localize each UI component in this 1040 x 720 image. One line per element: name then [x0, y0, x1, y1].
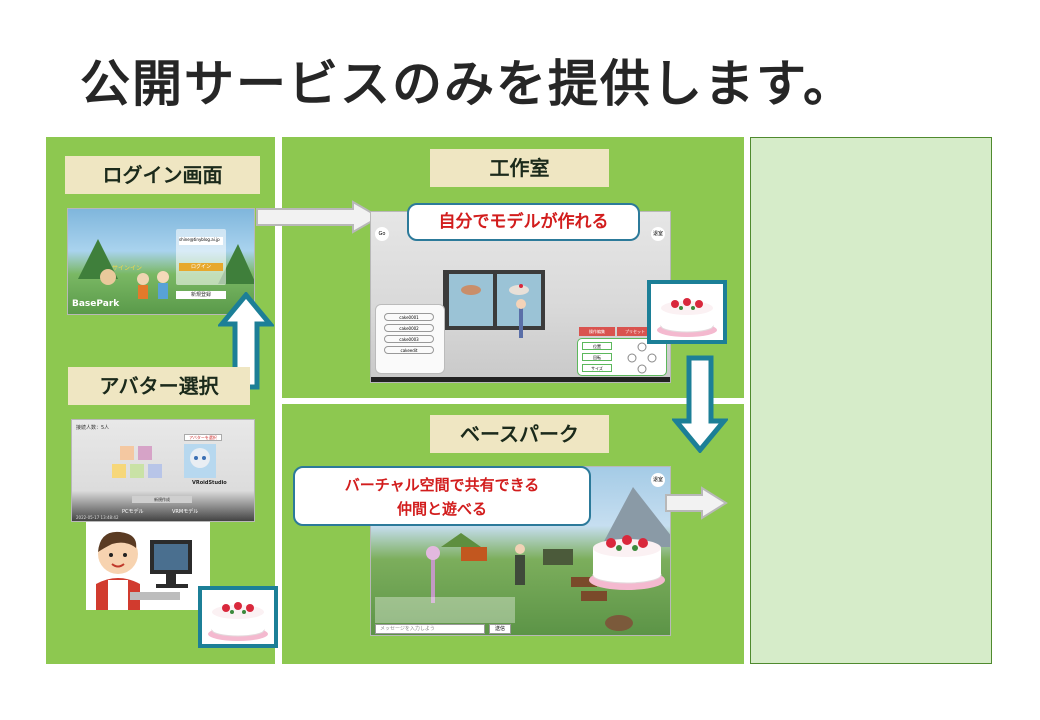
avatar-create-button[interactable]: 新規作成 — [132, 496, 192, 503]
arrow-right-icon — [665, 486, 728, 520]
basepark-exit-button[interactable]: 退室 — [651, 473, 665, 487]
workshop-go-button[interactable]: Go — [375, 227, 389, 241]
workshop-exit-button[interactable]: 退室 — [651, 227, 665, 241]
basepark-chat-log — [375, 597, 515, 623]
workshop-callout: 自分でモデルが作れる — [407, 203, 640, 241]
cake-icon — [589, 535, 665, 590]
login-label: ログイン画面 — [65, 156, 260, 194]
workshop-control-panel: 位置 回転 サイズ — [577, 338, 667, 376]
avatar-header-right: アバターを選択 — [184, 434, 222, 441]
page-title: 公開サービスのみを提供します。 — [80, 55, 855, 113]
workshop-rotate-button[interactable]: 回転 — [582, 353, 612, 361]
cake-tile-left — [198, 586, 278, 648]
workshop-position-button[interactable]: 位置 — [582, 342, 612, 350]
workshop-size-button[interactable]: サイズ — [582, 364, 612, 372]
workshop-label: 工作室 — [430, 149, 609, 187]
login-signin-title: サインイン — [112, 265, 143, 272]
model-list-item[interactable]: cake0002 — [384, 324, 434, 332]
cake-icon — [208, 602, 268, 641]
direction-pad-icon[interactable] — [622, 341, 662, 375]
workshop-model-list: cake0001 cake0002 cake0003 cakeedit — [375, 304, 445, 374]
arrow-right-icon — [256, 200, 382, 234]
arrow-down-icon — [672, 355, 728, 453]
avatar-timestamp: 2022-05-17 13:48:42 — [76, 515, 119, 520]
login-scene-illustration — [78, 239, 254, 299]
model-list-item[interactable]: cakeedit — [384, 346, 434, 354]
avatar-footer-left[interactable]: PCモデル — [122, 509, 144, 515]
cake-tile-workshop — [647, 280, 727, 344]
avatar-screenshot: 接続人数：5人 アバターを選択 VRoidStudio 新規作成 PCモデル V… — [71, 419, 255, 522]
login-register-button[interactable]: 新規登録 — [176, 291, 226, 299]
model-list-item[interactable]: cake0003 — [384, 335, 434, 343]
avatar-vroid-label: VRoidStudio — [192, 480, 227, 486]
basepark-label: ベースパーク — [430, 415, 609, 453]
basepark-scene-illustration — [426, 487, 670, 631]
cake-icon — [657, 298, 717, 337]
workshop-scene-illustration — [371, 270, 670, 382]
basepark-callout-line2: 仲間と遊べる — [396, 500, 487, 518]
right-panel — [750, 137, 992, 664]
basepark-message-input[interactable]: メッセージを入力しよう — [375, 624, 485, 634]
avatar-label: アバター選択 — [68, 367, 250, 405]
avatar-choices-illustration — [112, 444, 216, 478]
login-brand: BasePark — [72, 299, 120, 309]
basepark-callout: バーチャル空間で共有できる 仲間と遊べる — [293, 466, 591, 526]
basepark-send-button[interactable]: 送信 — [489, 624, 511, 634]
login-screenshot: BasePark サインイン shine@tinyblog.ai.jp ログイン… — [67, 208, 255, 315]
workshop-tab-edit[interactable]: 操作編集 — [579, 327, 615, 336]
avatar-header-left: 接続人数：5人 — [76, 425, 110, 431]
model-list-item[interactable]: cake0001 — [384, 313, 434, 321]
login-button[interactable]: ログイン — [179, 263, 223, 271]
login-form: shine@tinyblog.ai.jp ログイン — [176, 229, 226, 285]
login-email-field[interactable]: shine@tinyblog.ai.jp — [179, 237, 223, 245]
workshop-tab-preset[interactable]: プリセット — [617, 327, 653, 336]
basepark-callout-line1: バーチャル空間で共有できる — [344, 476, 540, 494]
person-at-computer-illustration — [86, 522, 210, 610]
avatar-footer-right[interactable]: VRMモデル — [172, 509, 199, 515]
